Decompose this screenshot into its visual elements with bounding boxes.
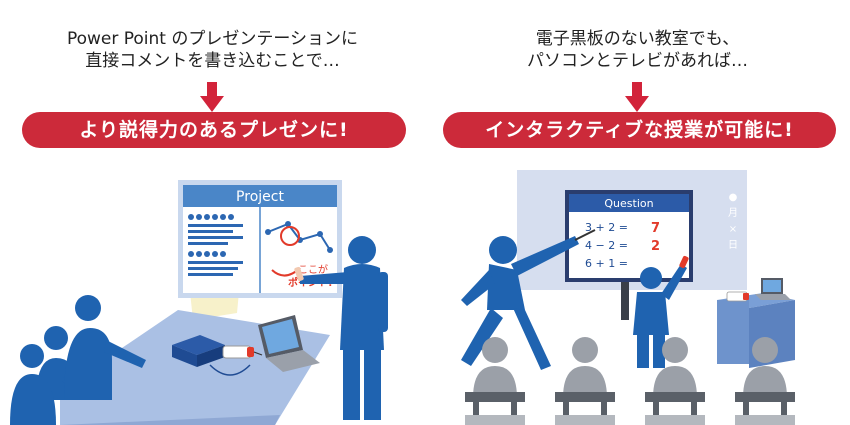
left-screen-title: Project xyxy=(236,189,284,205)
presentation-illustration: Project ここが ポイント! xyxy=(10,180,388,425)
right-caption-line-1: 電子黒板のない教室でも、 xyxy=(535,29,740,49)
right-down-arrow-icon xyxy=(625,82,649,112)
teacher-desk xyxy=(717,278,795,368)
equation-1: 3 + 2 = xyxy=(585,221,628,234)
left-caption: Power Point のプレゼンテーションに 直接コメントを書き込むことで… xyxy=(0,28,425,72)
date-mark-2: 月 xyxy=(728,207,738,219)
right-panel: 電子黒板のない教室でも、 パソコンとテレビがあれば… インタラクティブな授業が可… xyxy=(425,0,850,425)
left-panel: Power Point のプレゼンテーションに 直接コメントを書き込むことで… … xyxy=(0,28,425,425)
answer-2: 2 xyxy=(651,239,660,254)
left-down-arrow-icon xyxy=(200,82,224,112)
tv-screen: Question 3 + 2 = 4 − 2 = 6 + 1 = 7 2 xyxy=(565,190,693,282)
left-caption-line-2: 直接コメントを書き込むことで… xyxy=(85,51,340,71)
left-annotation-1: ここが xyxy=(298,263,328,276)
student-figure xyxy=(633,264,687,368)
teacher-figure xyxy=(461,236,579,370)
equation-3: 6 + 1 = xyxy=(585,257,628,270)
date-mark-3: × xyxy=(729,224,737,235)
answer-1: 7 xyxy=(651,221,660,236)
date-mark-1: ● xyxy=(729,192,738,203)
laptop xyxy=(258,315,320,372)
right-banner: インタラクティブな授業が可能に! xyxy=(443,112,836,148)
classroom-illustration: ● 月 × 日 Question 3 + 2 = 4 − 2 = 6 + 1 =… xyxy=(461,170,795,425)
equation-2: 4 − 2 = xyxy=(585,239,628,252)
audience-figures xyxy=(10,295,146,425)
right-caption-line-2: パソコンとテレビがあれば… xyxy=(527,51,748,71)
left-banner: より説得力のあるプレゼンに! xyxy=(22,112,406,148)
right-caption: 電子黒板のない教室でも、 パソコンとテレビがあれば… xyxy=(425,28,850,72)
presenter-figure xyxy=(300,236,388,420)
seated-students xyxy=(465,337,795,425)
pen-receiver xyxy=(222,345,263,359)
right-screen-title: Question xyxy=(604,197,653,210)
date-mark-4: 日 xyxy=(728,240,738,251)
left-caption-line-1: Power Point のプレゼンテーションに xyxy=(66,29,359,49)
projector xyxy=(172,335,251,376)
